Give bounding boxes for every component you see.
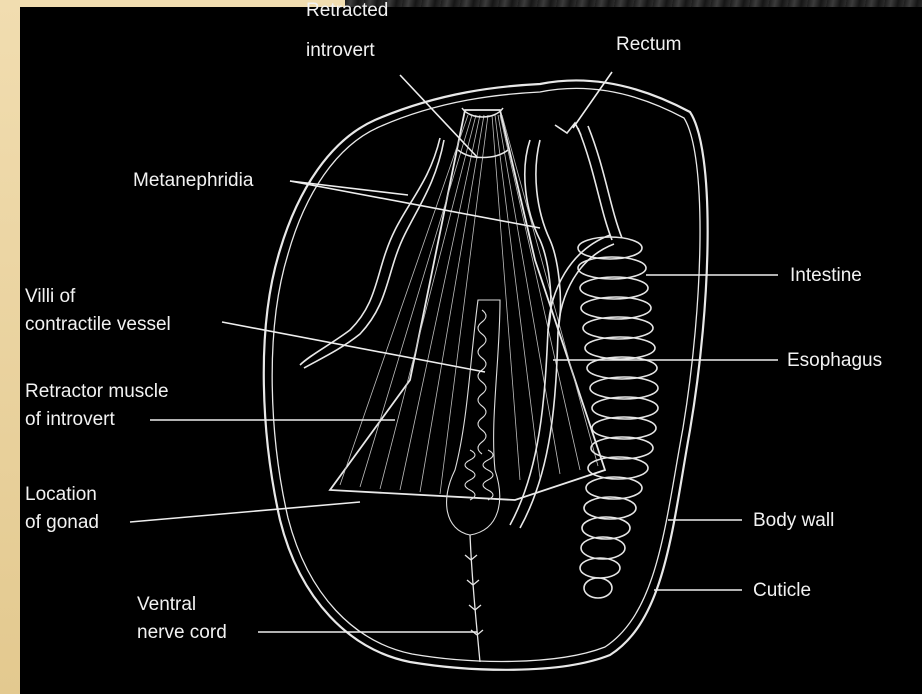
rectum [555, 123, 622, 240]
label-cuticle: Cuticle [753, 580, 811, 601]
label-villi-line1: Villi of [25, 286, 76, 307]
cuticle-outline [272, 88, 700, 661]
leader-metanephridia-right [290, 181, 540, 228]
label-villi-of-contractile-vessel: Villi of contractile vessel [25, 286, 171, 335]
label-retractor-muscle: Retractor muscle of introvert [25, 381, 174, 430]
label-intestine: Intestine [790, 265, 862, 286]
label-body-wall: Body wall [753, 510, 834, 531]
leader-retracted-introvert [400, 75, 478, 158]
contractile-vessel-villi [447, 300, 500, 535]
retractor-muscle [330, 108, 605, 500]
label-retracted-introvert-line1: Retracted [306, 0, 388, 21]
label-metanephridia: Metanephridia [133, 170, 254, 191]
label-location-of-gonad: Location of gonad [25, 484, 102, 533]
body-wall-outline [264, 80, 708, 669]
label-retractor-line2: of introvert [25, 409, 115, 430]
label-retracted-introvert-line2: introvert [306, 40, 375, 61]
label-villi-line2: contractile vessel [25, 314, 171, 335]
ventral-nerve-cord [465, 535, 483, 662]
label-retracted-introvert: Retracted introvert [306, 0, 394, 61]
label-gonad-line2: of gonad [25, 512, 99, 533]
label-rectum: Rectum [616, 34, 681, 55]
label-nerve-cord-line1: Ventral [137, 594, 196, 615]
label-nerve-cord-line2: nerve cord [137, 622, 227, 643]
label-ventral-nerve-cord: Ventral nerve cord [137, 594, 227, 643]
label-gonad-line1: Location [25, 484, 97, 505]
label-retractor-line1: Retractor muscle [25, 381, 169, 402]
leader-villi [222, 322, 485, 372]
intestine [578, 237, 658, 598]
leader-gonad [130, 502, 360, 522]
label-esophagus: Esophagus [787, 350, 882, 371]
